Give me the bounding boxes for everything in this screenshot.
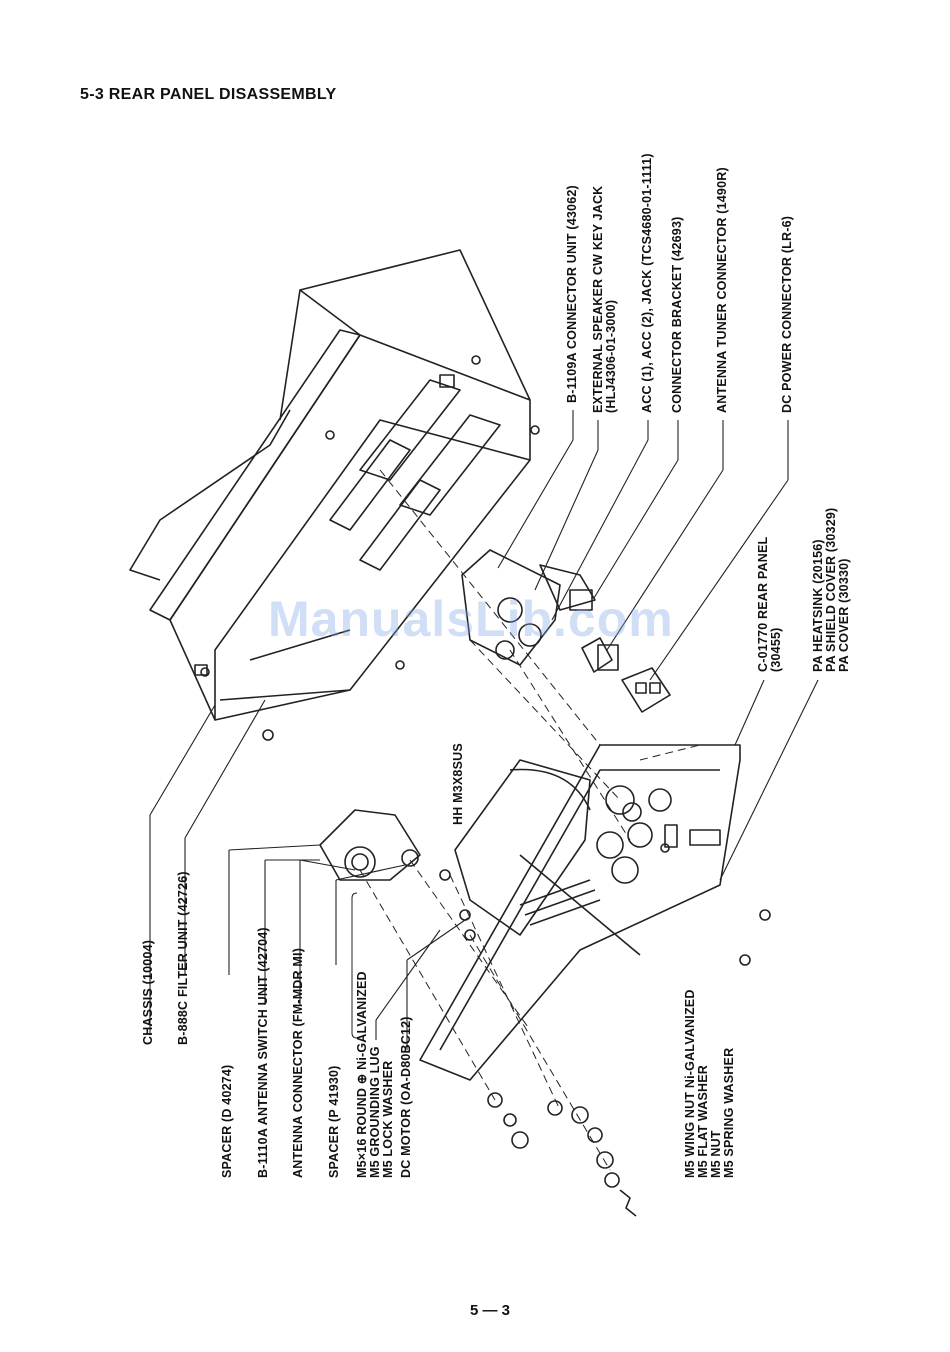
label-antenna-tuner-connector: ANTENNA TUNER CONNECTOR (1490R): [715, 167, 729, 413]
leader-lines: [149, 410, 819, 1050]
label-filter-unit: B-888C FILTER UNIT (42726): [176, 871, 190, 1045]
rear-panel-drawing: [419, 744, 741, 1081]
label-chassis: CHASSIS (10004): [141, 939, 155, 1045]
label-pa-group: PA HEATSINK (20156) PA SHIELD COVER (303…: [811, 508, 851, 672]
small-connectors-drawing: [581, 637, 671, 713]
chassis-drawing: [129, 249, 531, 721]
label-spring-washer: M5 SPRING WASHER: [722, 1047, 736, 1178]
page-number: 5 — 3: [470, 1302, 511, 1319]
label-dc-power-connector: DC POWER CONNECTOR (LR-6): [780, 215, 794, 413]
label-dc-motor: DC MOTOR (OA-D80BC12): [399, 1016, 413, 1178]
label-pa-cover: PA COVER (30330): [837, 558, 851, 672]
label-wing-nut-group: M5 WING NUT Ni-GALVANIZED M5 FLAT WASHER…: [683, 989, 736, 1178]
label-connector-unit: B-1109A CONNECTOR UNIT (43062): [565, 185, 579, 403]
label-lock-washer: M5 LOCK WASHER: [381, 1060, 395, 1178]
label-spacer-d: SPACER (D 40274): [220, 1064, 234, 1178]
label-connector-bracket: CONNECTOR BRACKET (42693): [670, 216, 684, 413]
connector-unit-drawing: [461, 549, 596, 666]
section-title: 5-3 REAR PANEL DISASSEMBLY: [80, 86, 337, 103]
label-rear-panel-number: (30455): [769, 627, 783, 673]
label-antenna-connector: ANTENNA CONNECTOR (FM-MDR MI): [291, 947, 305, 1178]
screw-stacks-drawing: [200, 355, 771, 1217]
label-external-speaker-jack: EXTERNAL SPEAKER CW KEY JACK (HLJ4306-01…: [591, 186, 618, 413]
label-antenna-switch-unit: B-1110A ANTENNA SWITCH UNIT (42704): [256, 927, 270, 1178]
label-spacer-p: SPACER (P 41930): [327, 1065, 341, 1178]
assembly-paths: [359, 469, 701, 1171]
label-hh-screw: HH M3X8SUS: [451, 743, 465, 825]
label-acc-jack: ACC (1), ACC (2), JACK (TCS4680-01-1111): [640, 153, 654, 413]
screw-group-brace: [351, 892, 358, 1039]
label-external-speaker-part: (HLJ4306-01-3000): [604, 299, 618, 413]
watermark: ManualsLib.com: [268, 591, 674, 647]
label-screw-group: M5×16 ROUND ⊕ Ni-GALVANIZED M5 GROUNDING…: [355, 971, 395, 1178]
label-rear-panel: C-01770 REAR PANEL (30455): [756, 537, 783, 673]
pa-heatsink-drawing: [454, 759, 601, 936]
antenna-switch-drawing: [319, 809, 421, 881]
